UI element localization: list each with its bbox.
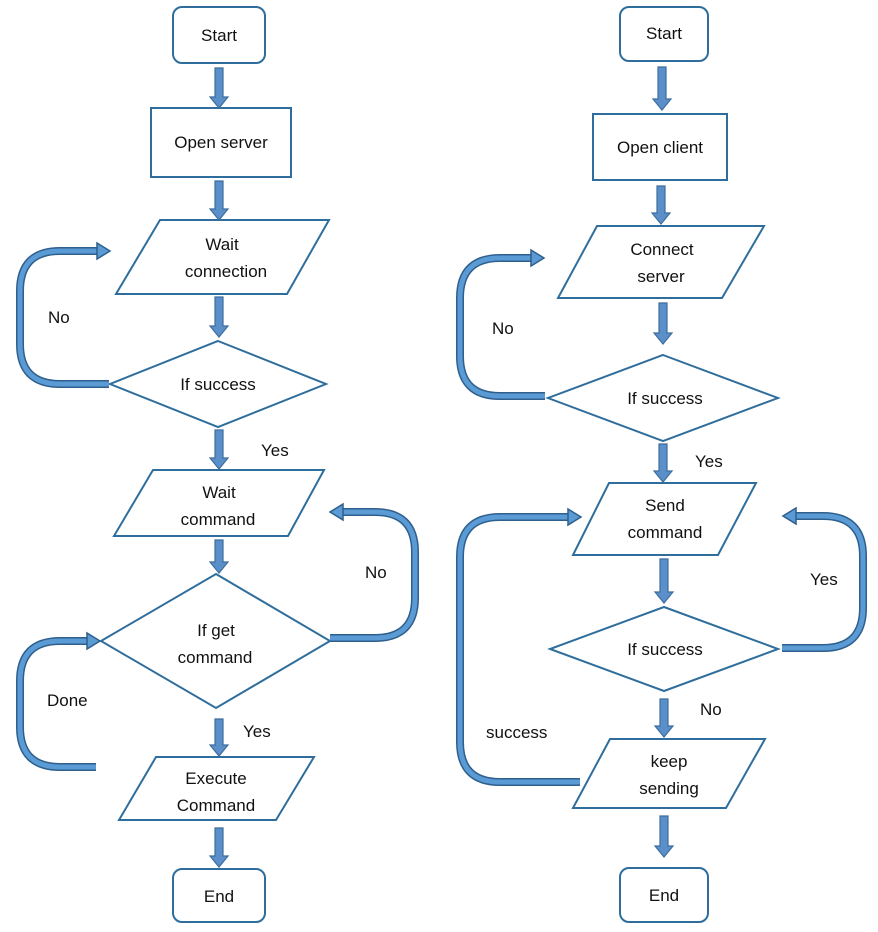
server-arrow-wait-if [208, 296, 230, 338]
server-done-label: Done [47, 691, 88, 710]
server-flowchart: Start Open server Wait connection If suc… [16, 6, 419, 923]
server-yes-label-2: Yes [243, 722, 271, 741]
client-send-text-2: command [628, 523, 703, 542]
server-wait-connection-text-1: Wait [205, 235, 239, 254]
server-loop-no-head [96, 241, 112, 261]
client-open-node [592, 113, 728, 181]
server-if-get-command-text-1: If get [197, 621, 235, 640]
client-start-node [619, 6, 709, 62]
client-keep-text-1: keep [651, 752, 688, 771]
client-send-text-1: Send [645, 496, 685, 515]
server-if-get-command-node [99, 572, 332, 710]
server-execute-text-2: Command [177, 796, 255, 815]
client-arrow-if-send [652, 443, 674, 483]
server-open-text: Open server [174, 133, 268, 152]
server-loop-no2-head [328, 502, 344, 522]
client-arrow-if2-keep [653, 698, 675, 738]
server-arrow-start-open [208, 67, 230, 109]
server-wait-connection-node [114, 219, 331, 295]
server-wait-command-node [112, 469, 326, 537]
client-loop-no-head [530, 248, 546, 268]
server-loop-done-inner [17, 638, 96, 770]
server-execute-text-1: Execute [185, 769, 246, 788]
client-flowchart: Start Open client Connect server If succ… [456, 6, 867, 923]
client-send-node [571, 482, 758, 556]
server-if-get-command-text-2: command [178, 648, 253, 667]
client-arrow-keep-end [653, 815, 675, 858]
client-keep-text-2: sending [639, 779, 699, 798]
server-if-success-text: If success [180, 375, 256, 394]
server-no-label-2: No [365, 563, 387, 582]
client-no-label-2: No [700, 700, 722, 719]
client-start-text: Start [646, 24, 682, 43]
client-connect-text-1: Connect [630, 240, 694, 259]
client-arrow-start-open [651, 66, 673, 111]
server-wait-connection-text-2: connection [185, 262, 267, 281]
server-start-text: Start [201, 26, 237, 45]
server-wait-command-text-1: Wait [202, 483, 236, 502]
server-end-node [172, 868, 266, 923]
client-if-success-text: If success [627, 389, 703, 408]
client-loop-success-head [567, 507, 583, 527]
server-yes-label: Yes [261, 441, 289, 460]
server-loop-done-head [86, 631, 102, 651]
client-yes-label: Yes [695, 452, 723, 471]
client-connect-text-2: server [637, 267, 685, 286]
client-end-node [619, 867, 709, 923]
client-loop-success-inner [457, 514, 580, 785]
client-if-success-node [545, 353, 781, 443]
client-keep-node [571, 738, 767, 809]
server-arrow-ifget-execute [208, 718, 230, 757]
client-yes-label-2: Yes [810, 570, 838, 589]
server-if-success-node [107, 339, 329, 429]
client-arrow-connect-if [652, 302, 674, 345]
server-loop-no2-inner [330, 509, 418, 641]
server-arrow-waitcmd-ifget [208, 539, 230, 574]
client-connect-node [556, 225, 766, 299]
client-loop-no-inner [457, 255, 545, 399]
server-end-text: End [204, 887, 234, 906]
client-end-text: End [649, 886, 679, 905]
server-arrow-execute-end [208, 827, 230, 868]
server-wait-command-text-2: command [181, 510, 256, 529]
server-start-node [172, 6, 266, 64]
client-success-label: success [486, 723, 547, 742]
server-open-node [150, 107, 292, 178]
client-no-label: No [492, 319, 514, 338]
server-no-label: No [48, 308, 70, 327]
client-arrow-open-connect [650, 185, 672, 225]
server-loop-no-inner [17, 248, 109, 387]
client-loop-yes-head [781, 506, 797, 526]
server-execute-node [117, 756, 316, 821]
client-if-success-2-text: If success [627, 640, 703, 659]
client-if-success-2-node [547, 605, 781, 693]
server-arrow-if-waitcmd [208, 429, 230, 470]
server-arrow-open-wait [208, 180, 230, 221]
client-loop-yes-inner [782, 513, 866, 651]
client-open-text: Open client [617, 138, 703, 157]
client-arrow-send-if2 [653, 558, 675, 604]
